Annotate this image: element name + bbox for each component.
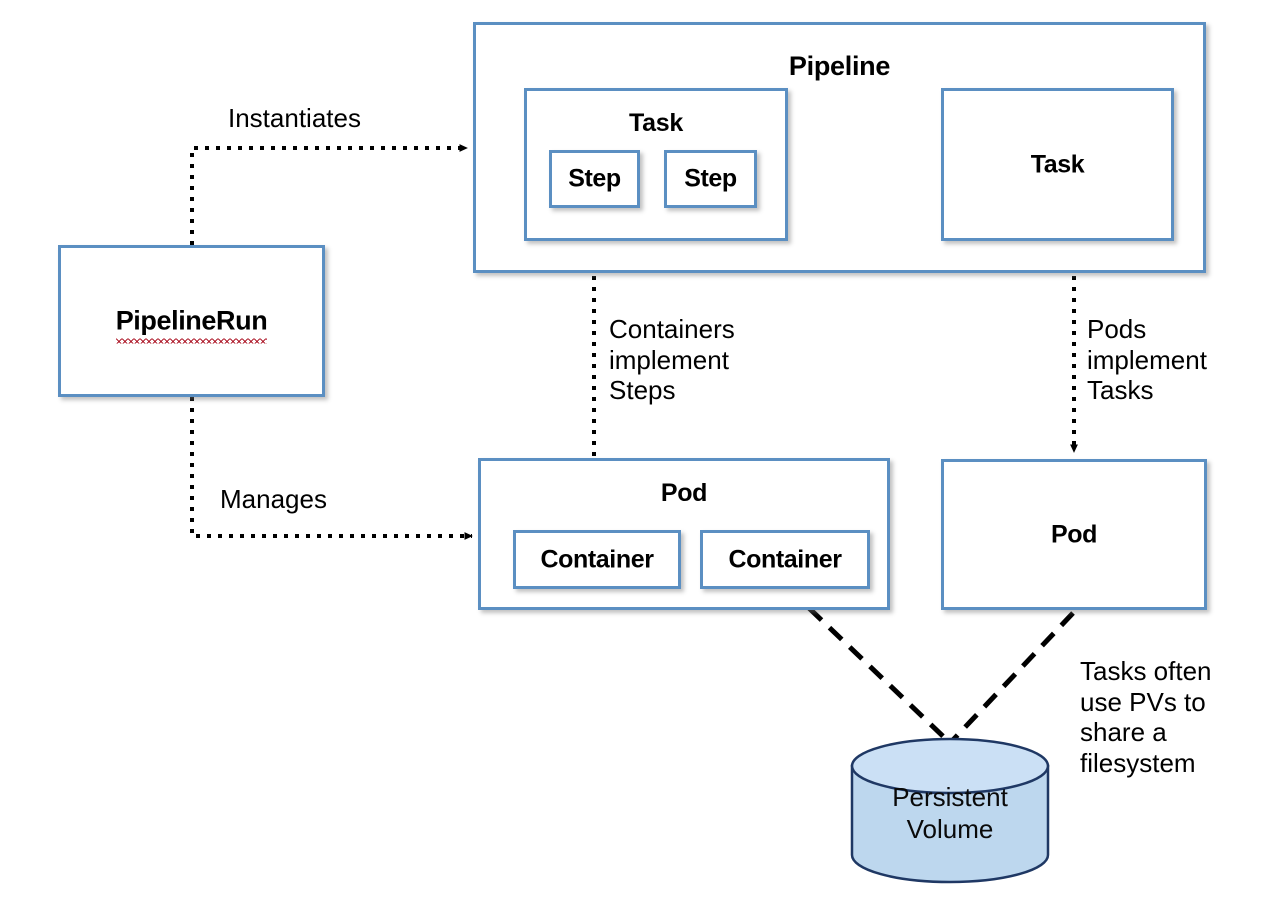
task-left-label: Task [629,109,683,137]
container-two-label: Container [728,545,842,573]
edge-container-to-pv [787,587,950,743]
step-two-box[interactable]: Step [664,150,757,208]
step-one-box[interactable]: Step [549,150,640,208]
edge-manages [190,397,473,540]
container-one-label: Container [540,545,654,573]
edge-label-pods-implement-tasks: Pods implement Tasks [1087,314,1207,406]
step-two-label: Step [684,164,737,193]
task-right-box[interactable]: Task [941,88,1174,241]
pipelinerun-label-text: PipelineRun [115,305,268,344]
edge-label-pv-note: Tasks often use PVs to share a filesyste… [1080,656,1212,779]
edge-label-instantiates: Instantiates [228,103,361,133]
container-one-box[interactable]: Container [513,530,681,589]
pipelinerun-label: PipelineRun [61,305,322,344]
pod-right-label: Pod [1050,520,1098,548]
edge-pod-to-pv [950,611,1075,743]
step-one-label: Step [568,164,621,193]
pipelinerun-box[interactable]: PipelineRun [58,245,325,397]
persistent-volume-label: Persistent Volume [892,782,1008,844]
pod-right-box[interactable]: Pod [941,459,1207,610]
edge-instantiates [190,144,468,245]
task-right-label: Task [1030,150,1085,178]
pipeline-label: Pipeline [788,51,891,81]
container-two-box[interactable]: Container [700,530,870,589]
pod-left-label: Pod [660,479,708,507]
edge-label-manages: Manages [220,484,327,514]
edge-label-containers-implement-steps: Containers implement Steps [609,314,735,406]
